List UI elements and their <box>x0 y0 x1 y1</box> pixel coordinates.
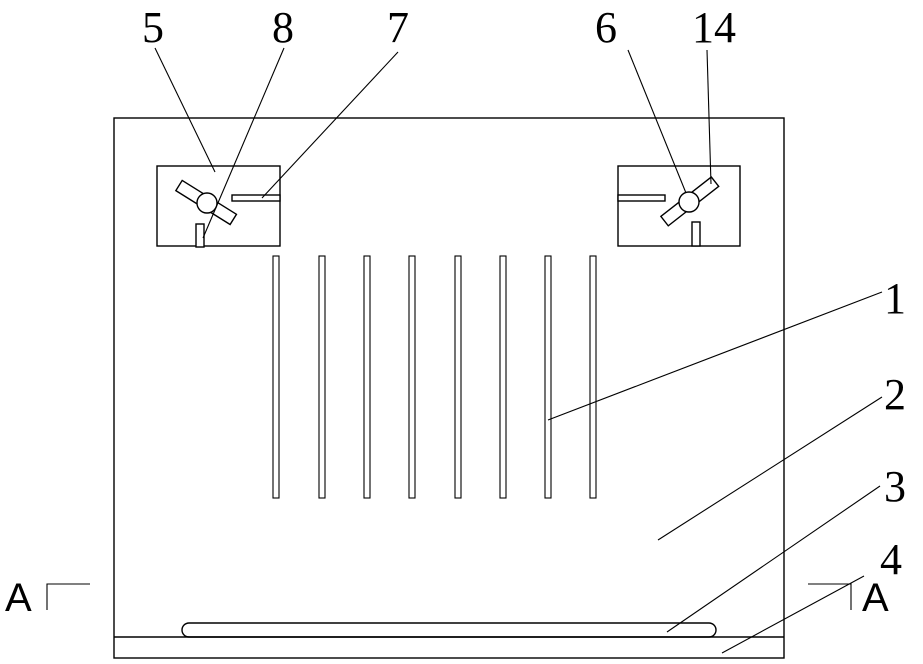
label-3: 3 <box>884 462 906 511</box>
slat <box>455 256 461 498</box>
section-label-left: A <box>5 576 32 620</box>
label-4: 4 <box>880 535 902 584</box>
label-5: 5 <box>142 3 164 52</box>
leader-14 <box>707 50 711 184</box>
slat <box>319 256 325 498</box>
slat-group <box>273 256 596 498</box>
leader-2 <box>658 397 882 540</box>
right-vertical-block <box>692 222 700 246</box>
slat <box>500 256 506 498</box>
section-bracket-right <box>808 584 851 610</box>
slat <box>364 256 370 498</box>
leader-6 <box>628 50 686 193</box>
slat <box>409 256 415 498</box>
label-2: 2 <box>884 370 906 419</box>
label-7: 7 <box>387 3 409 52</box>
section-bracket-left <box>47 584 90 610</box>
section-marker-left: A <box>5 576 90 620</box>
slat <box>545 256 551 498</box>
right-fan-hub <box>679 192 699 212</box>
leader-7 <box>262 52 398 198</box>
leader-5 <box>155 48 215 172</box>
left-fan-assembly <box>157 166 280 247</box>
label-14: 14 <box>692 3 736 52</box>
right-fan-assembly <box>618 166 740 246</box>
leader-1 <box>548 292 882 420</box>
section-marker-right: A <box>808 576 889 620</box>
left-vertical-block <box>196 224 204 247</box>
leader-3 <box>667 486 880 632</box>
label-1: 1 <box>884 274 906 323</box>
right-horizontal-bar <box>618 195 665 201</box>
label-6: 6 <box>595 3 617 52</box>
slat <box>273 256 279 498</box>
leader-4 <box>722 576 864 653</box>
label-8: 8 <box>272 3 294 52</box>
bottom-slot <box>182 623 716 637</box>
leader-8 <box>203 48 284 238</box>
left-fan-hub <box>197 193 217 213</box>
leader-lines <box>155 48 882 653</box>
slat <box>590 256 596 498</box>
left-horizontal-bar <box>232 195 280 201</box>
